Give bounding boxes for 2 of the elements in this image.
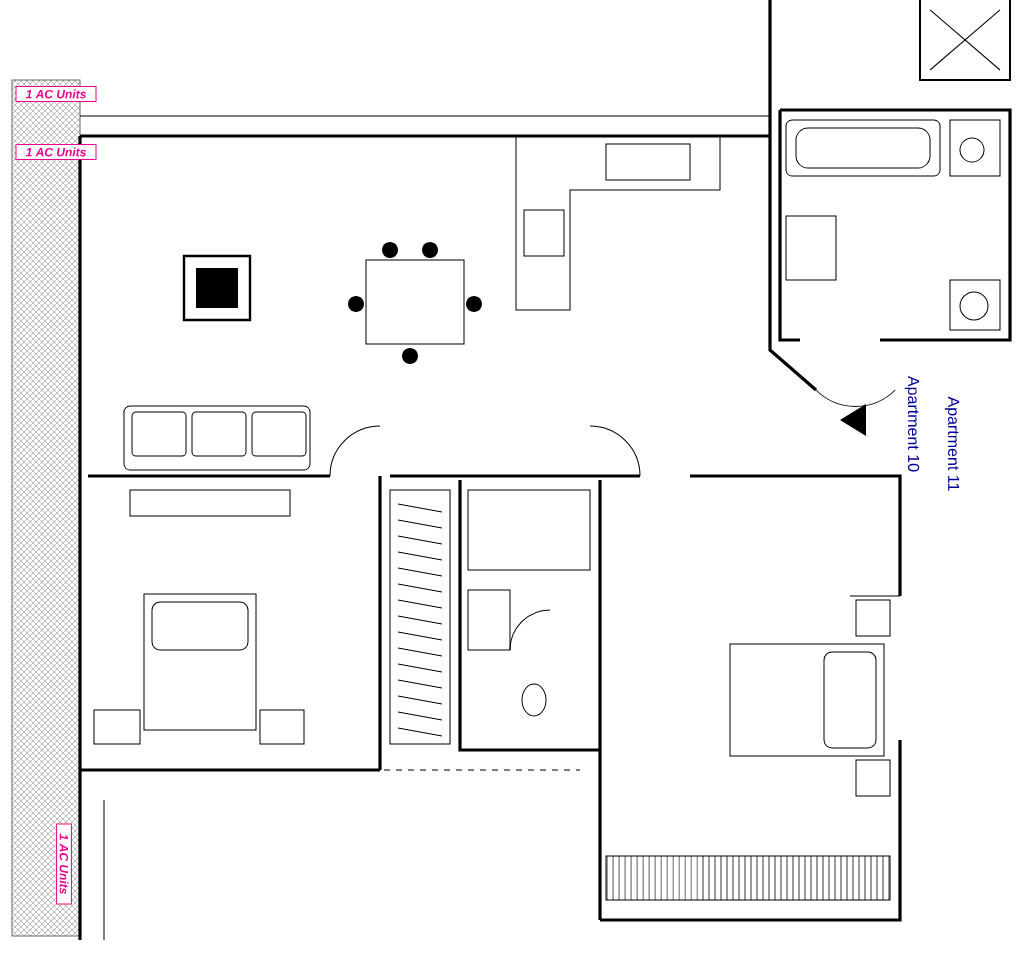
apartment-label: Apartment 11 [944,396,960,491]
apartment-label: Apartment 10 [904,376,920,472]
